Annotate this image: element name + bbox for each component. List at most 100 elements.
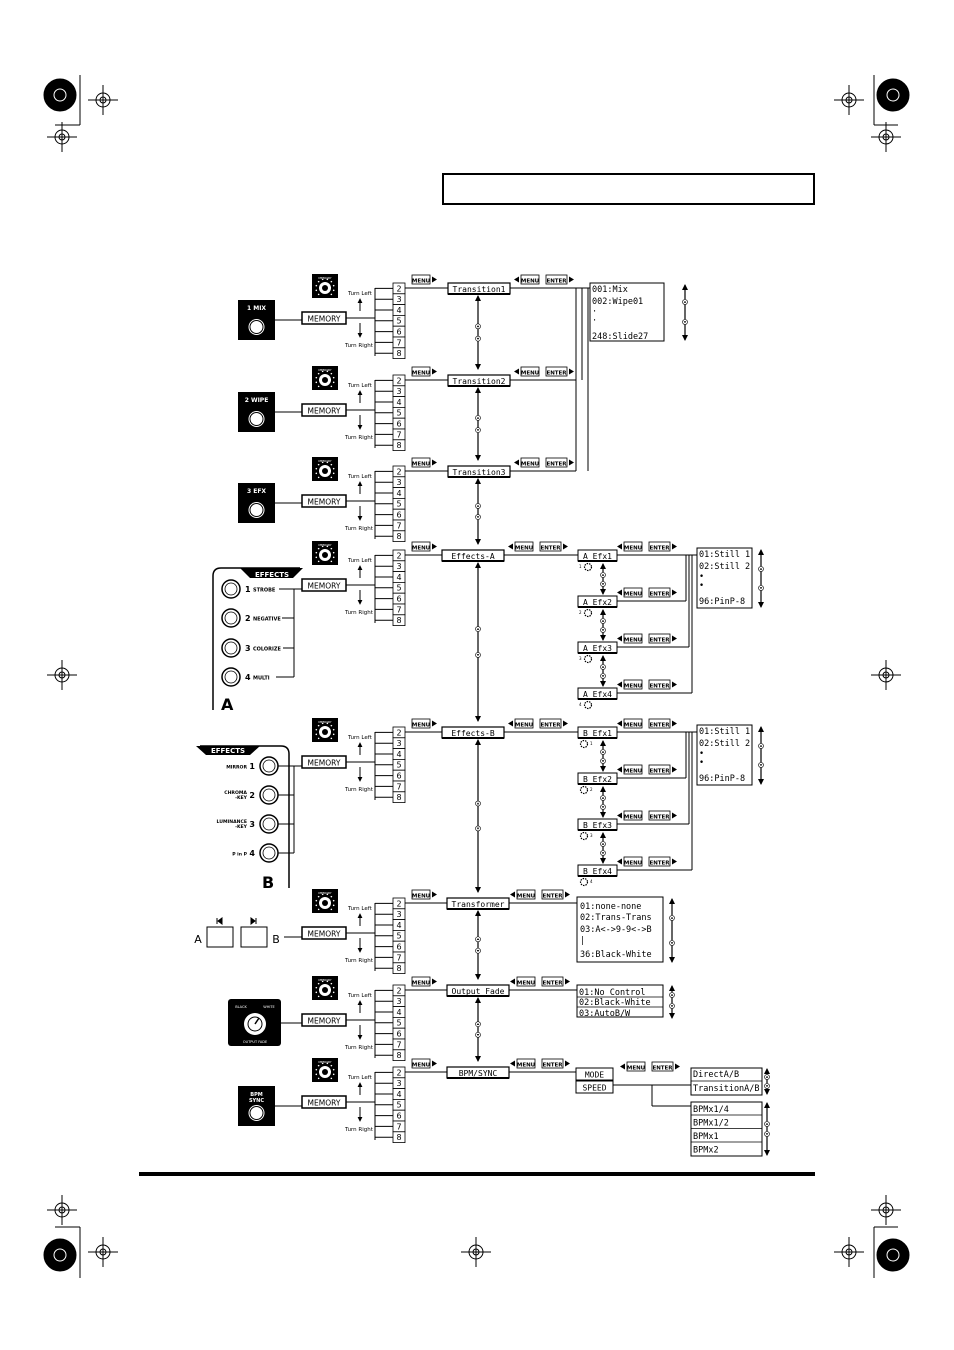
knob-center (322, 729, 328, 735)
memory-number-label: 8 (396, 441, 401, 450)
turn-left-label: Turn Left (347, 735, 373, 741)
crosshair-mark (871, 660, 901, 690)
knob-dot (326, 893, 329, 896)
transformer-b-button[interactable] (240, 926, 268, 948)
effect-b-label: LUMINANCE (216, 819, 247, 825)
knob-dot (330, 385, 333, 388)
knob-dot (315, 289, 318, 292)
memory-number-label: 7 (396, 338, 401, 347)
effect-b-label: MIRROR (226, 765, 247, 771)
knob-dot (326, 370, 329, 373)
efx-button-label: A Efx1 (583, 552, 612, 561)
cursor-glyph (759, 587, 763, 590)
efx-list-item: 96:PinP-8 (699, 774, 745, 784)
effect-b-button-inner (262, 788, 276, 802)
knob-dot (315, 284, 318, 287)
memory-knob-icon: MEMORY (312, 366, 338, 390)
efx-button: 3 EFX (238, 483, 275, 523)
main-menu-label-bpm_sync: BPM/SYNC (459, 1069, 498, 1078)
menu-key-icon (411, 457, 431, 468)
output-fade-list-item: 03:AutoB/W (579, 1009, 631, 1019)
memory-number-label: 2 (396, 551, 401, 560)
menu-key-icon (411, 976, 431, 987)
right-arrow-icon (432, 1060, 437, 1067)
knob-dot (317, 280, 320, 283)
effect-a-number: 4 (245, 673, 251, 682)
panel-b-title-bg (196, 746, 260, 755)
turn-left-label: Turn Left (347, 993, 373, 999)
memory-number-label: 8 (396, 793, 401, 802)
memory-number-label: 4 (396, 398, 401, 407)
mode-button[interactable] (575, 1067, 614, 1081)
speed-list-item: BPMx1 (693, 1132, 719, 1142)
knob-dot (330, 737, 333, 740)
knob-dot (330, 982, 333, 985)
memory-button-label: MEMORY (308, 498, 341, 507)
knob-dot (330, 293, 333, 296)
crosshair-mark (88, 1237, 118, 1267)
knob-dot (326, 461, 329, 464)
enter-key-icon (545, 274, 568, 285)
enter-key-label: ENTER (649, 860, 670, 866)
transformer-b-letter: B (272, 933, 280, 946)
target-center (886, 88, 900, 102)
memory-number-label: 4 (396, 921, 401, 930)
right-arrow-icon (432, 368, 437, 375)
knob-caption: MEMORY (318, 276, 331, 280)
menu-key-label: MENU (624, 637, 642, 643)
efx-knob-icon (583, 700, 593, 710)
menu-key-icon (623, 679, 643, 690)
enter-key-icon (648, 810, 671, 821)
knob-dot (321, 545, 324, 548)
memory-number-label: 5 (396, 500, 401, 509)
knob-dot (317, 995, 320, 998)
menu-key-label: MENU (412, 722, 430, 728)
memory-number-label: 4 (396, 489, 401, 498)
cursor-glyph (759, 744, 763, 747)
efx-button-label: A Efx3 (583, 644, 612, 653)
effect-a-label: STROBE (253, 588, 276, 594)
menu-key-icon (623, 810, 643, 821)
menu-key-icon (411, 274, 431, 285)
memory-number-label: 6 (396, 943, 401, 952)
knob-dot (330, 547, 333, 550)
cursor-glyph (670, 1005, 674, 1008)
menu-key-icon (514, 541, 534, 552)
knob-dot (332, 899, 335, 902)
main-menu-navigation (475, 295, 481, 1062)
knob-dot (326, 722, 329, 725)
knob-dot (317, 463, 320, 466)
knob-dot (332, 284, 335, 287)
efx-list-item: 02:Still 2 (699, 739, 750, 749)
bpm-sync-button-ring (249, 1106, 264, 1120)
transformer-a-button[interactable] (206, 926, 234, 948)
left-arrow-icon (514, 459, 519, 466)
menu-key-icon (516, 889, 536, 900)
mix-button-ring (249, 320, 264, 334)
knob-dot (330, 908, 333, 911)
effects-b-panel: EFFECTS1MIRROR2CHROMA-KEY3LUMINANCE-KEY4… (196, 745, 302, 892)
turn-right-label: Turn Right (344, 958, 374, 964)
memory-number-label: 5 (396, 932, 401, 941)
bottom-rule (139, 1172, 815, 1176)
panel-b-outline (200, 745, 290, 888)
menu-key-label: MENU (521, 278, 539, 284)
wipe-button-ring (249, 412, 264, 426)
knob-dot (315, 1068, 318, 1071)
panel-b-letter: B (262, 873, 274, 892)
right-arrow-icon (672, 812, 677, 819)
knob-dot (332, 1073, 335, 1076)
right-arrow-icon (432, 459, 437, 466)
memory-number-label: 3 (396, 478, 401, 487)
enter-key-icon (545, 457, 568, 468)
speed-button[interactable] (575, 1080, 614, 1094)
knob-dot (326, 545, 329, 548)
efx-button-ring (249, 503, 264, 517)
effect-b-label: -KEY (235, 824, 248, 830)
enter-key-icon (648, 679, 671, 690)
efx-button-label: A Efx2 (583, 598, 612, 607)
effect-a-button-inner (224, 641, 238, 655)
memory-number-label: 7 (396, 605, 401, 614)
